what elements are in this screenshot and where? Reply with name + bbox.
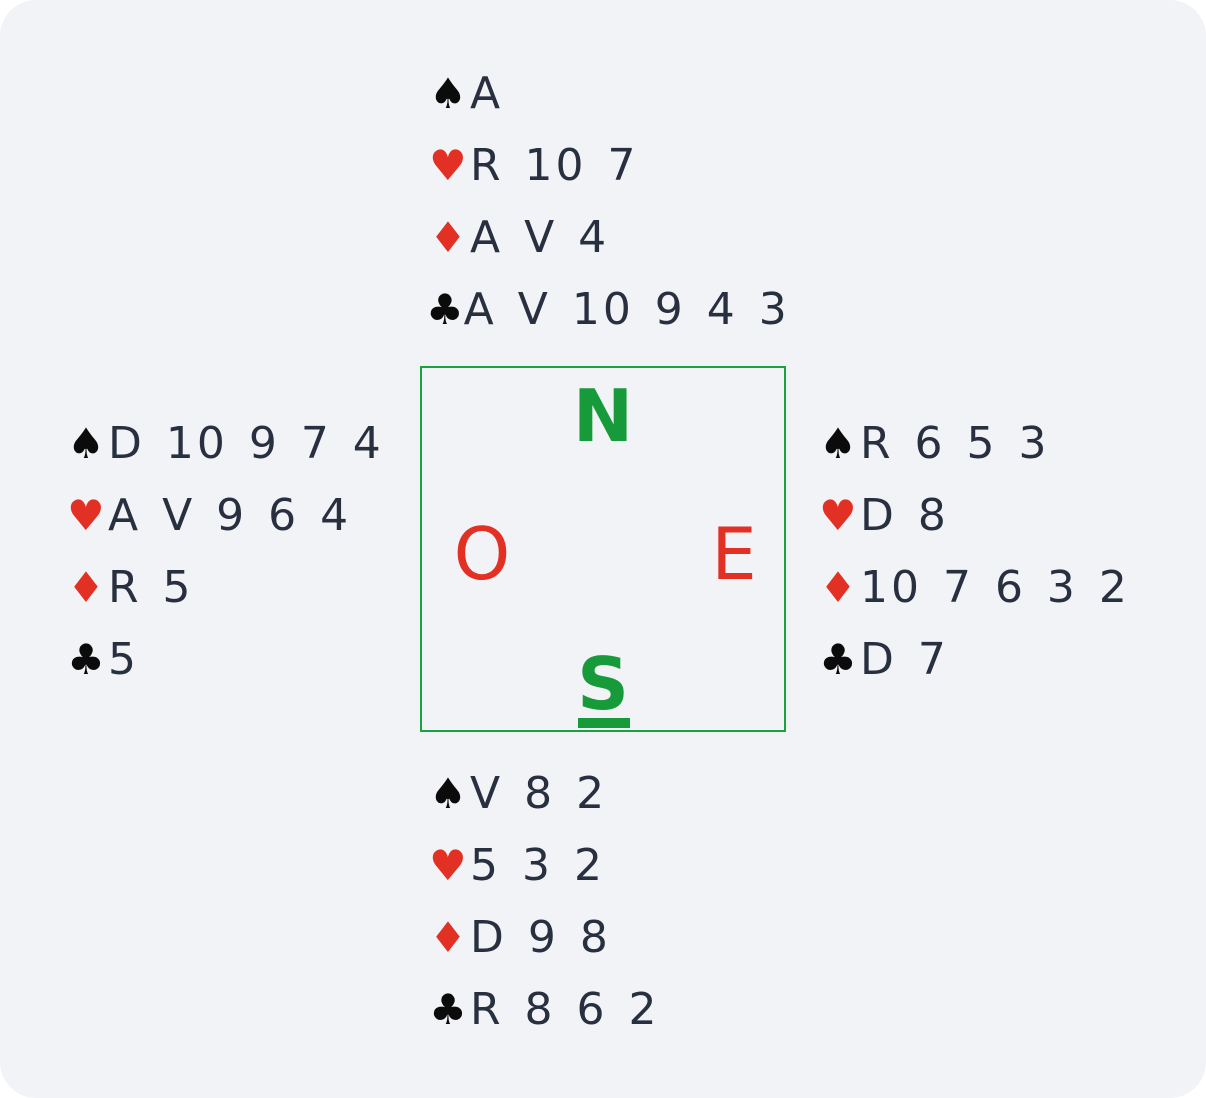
cards-diamonds: D 9 8 [470,912,611,963]
cards-spades: V 8 2 [470,768,608,819]
suit-row-hearts: ♥ A V 9 6 4 [64,480,404,552]
club-icon: ♣ [426,285,464,334]
suit-row-spades: ♠ D 10 9 7 4 [64,408,404,480]
heart-icon: ♥ [429,141,467,190]
cards-clubs: 5 [108,634,139,685]
cards-clubs: A V 10 9 4 3 [463,284,790,335]
compass-south: S [577,642,629,726]
suit-row-hearts: ♥ 5 3 2 [426,830,766,902]
diamond-icon: ♦ [67,563,105,612]
club-icon: ♣ [819,635,857,684]
hand-east: ♠ R 6 5 3 ♥ D 8 ♦ 10 7 6 3 2 ♣ D 7 [816,408,1156,696]
cards-hearts: 5 3 2 [470,840,605,891]
suit-row-spades: ♠ V 8 2 [426,758,766,830]
spade-icon: ♠ [429,769,467,818]
dealer-indicator [578,718,630,728]
suit-row-clubs: ♣ A V 10 9 4 3 [426,274,787,346]
cards-hearts: R 10 7 [470,140,639,191]
compass-north: N [572,374,634,458]
cards-diamonds: R 5 [108,562,194,613]
diamond-icon: ♦ [429,213,467,262]
compass-box: N O E S [420,366,786,732]
cards-hearts: D 8 [860,490,949,541]
heart-icon: ♥ [67,491,105,540]
club-icon: ♣ [67,635,105,684]
heart-icon: ♥ [429,841,467,890]
suit-row-diamonds: ♦ 10 7 6 3 2 [816,552,1156,624]
cards-clubs: R 8 6 2 [470,984,660,1035]
hand-north: ♠ A ♥ R 10 7 ♦ A V 4 ♣ A V 10 9 4 3 [426,58,787,346]
cards-spades: A [470,68,504,119]
diamond-icon: ♦ [819,563,857,612]
cards-spades: D 10 9 7 4 [108,418,384,469]
suit-row-hearts: ♥ R 10 7 [426,130,766,202]
suit-row-diamonds: ♦ R 5 [64,552,404,624]
compass-east: E [711,512,757,596]
cards-diamonds: A V 4 [470,212,610,263]
suit-row-hearts: ♥ D 8 [816,480,1156,552]
cards-hearts: A V 9 6 4 [108,490,352,541]
suit-row-diamonds: ♦ A V 4 [426,202,766,274]
suit-row-spades: ♠ A [426,58,766,130]
hand-west: ♠ D 10 9 7 4 ♥ A V 9 6 4 ♦ R 5 ♣ 5 [64,408,404,696]
spade-icon: ♠ [819,419,857,468]
club-icon: ♣ [429,985,467,1034]
spade-icon: ♠ [67,419,105,468]
suit-row-clubs: ♣ R 8 6 2 [426,974,766,1046]
spade-icon: ♠ [429,69,467,118]
diamond-icon: ♦ [429,913,467,962]
heart-icon: ♥ [819,491,857,540]
suit-row-clubs: ♣ D 7 [816,624,1156,696]
cards-spades: R 6 5 3 [860,418,1050,469]
suit-row-spades: ♠ R 6 5 3 [816,408,1156,480]
compass-west: O [453,512,511,596]
hand-south: ♠ V 8 2 ♥ 5 3 2 ♦ D 9 8 ♣ R 8 6 2 [426,758,766,1046]
cards-diamonds: 10 7 6 3 2 [860,562,1130,613]
cards-clubs: D 7 [860,634,949,685]
suit-row-clubs: ♣ 5 [64,624,404,696]
suit-row-diamonds: ♦ D 9 8 [426,902,766,974]
